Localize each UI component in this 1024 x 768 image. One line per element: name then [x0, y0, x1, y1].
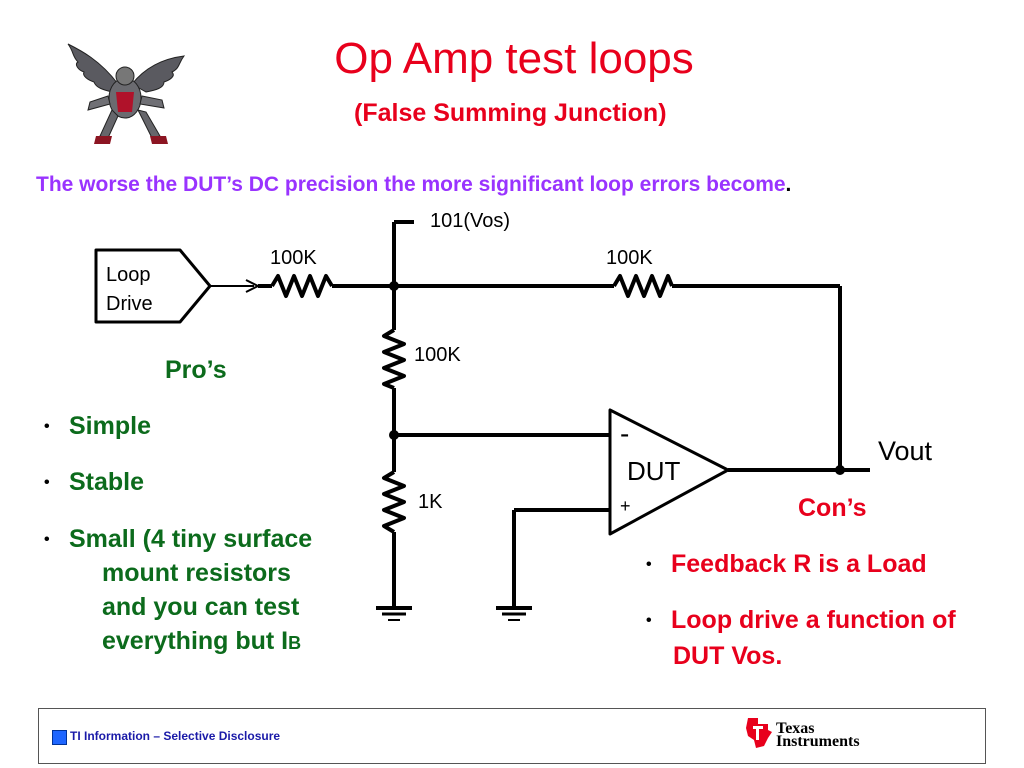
dut-plus-label: +	[620, 496, 631, 516]
vout-label: Vout	[878, 436, 933, 466]
texas-instruments-logo-icon	[746, 718, 772, 748]
dut-label: DUT	[627, 456, 681, 486]
gargoyle-mascot-icon	[67, 43, 186, 144]
logo-text-line1: Texas	[776, 720, 815, 737]
cons-item: • Loop drive a function of	[646, 606, 956, 636]
bullet-icon: •	[646, 556, 652, 573]
junction-dot	[835, 465, 845, 475]
loop-drive-label-line2: Drive	[106, 293, 153, 315]
feedback-resistor	[612, 274, 674, 298]
dut-minus-label: -	[620, 418, 630, 449]
input-resistor-label: 100K	[270, 247, 317, 269]
bullet-icon: •	[646, 612, 652, 629]
footer-frame	[38, 708, 986, 764]
pros-item-continuation: mount resistors	[102, 559, 291, 587]
cons-item: • Feedback R is a Load	[646, 550, 927, 580]
junction-dot	[389, 430, 399, 440]
cons-item-label: Loop drive a function of	[671, 606, 956, 634]
intro-statement-text: The worse the DUT’s DC precision the mor…	[36, 173, 786, 196]
junction-dot	[389, 281, 399, 291]
ground-resistor	[382, 470, 406, 534]
pros-item-label: Simple	[69, 412, 151, 440]
pros-item: • Simple	[44, 412, 151, 442]
intro-statement-period: .	[785, 173, 792, 196]
page-subtitle: (False Summing Junction)	[354, 99, 667, 127]
divider-resistor	[382, 328, 406, 390]
pros-item-label: Small (4 tiny surface	[69, 525, 313, 553]
feedback-resistor-label: 100K	[606, 247, 653, 269]
bullet-icon: •	[44, 418, 50, 435]
cons-item-label: Feedback R is a Load	[671, 550, 927, 578]
loop-drive-label-line1: Loop	[106, 264, 151, 286]
cons-heading: Con’s	[798, 494, 867, 522]
bullet-icon: •	[44, 531, 50, 548]
vos-label: 101(Vos)	[430, 210, 511, 232]
cons-item-continuation: DUT Vos.	[673, 642, 783, 670]
intro-statement: The worse the DUT’s DC precision the mor…	[36, 173, 791, 197]
pros-heading: Pro’s	[165, 356, 227, 384]
bullet-icon: •	[44, 474, 50, 491]
footer-square-icon	[52, 730, 67, 745]
dut-opamp-triangle	[608, 408, 730, 536]
texas-instruments-wordmark: Texas Instruments	[776, 720, 860, 750]
loop-drive-box	[94, 248, 212, 324]
input-resistor	[270, 274, 334, 298]
pros-item-subscript: B	[288, 633, 302, 653]
footer-disclosure-text: TI Information – Selective Disclosure	[70, 729, 281, 743]
pros-item: • Small (4 tiny surface	[44, 525, 312, 555]
divider-resistor-label: 100K	[414, 344, 461, 366]
page-title: Op Amp test loops	[334, 34, 694, 83]
pros-item-continuation: everything but IB	[102, 627, 301, 656]
pros-item-continuation-text: everything but I	[102, 627, 289, 655]
pros-item-continuation: and you can test	[102, 593, 300, 621]
pros-item-label: Stable	[69, 468, 145, 496]
ground-resistor-label: 1K	[418, 491, 443, 513]
logo-text-line2: Instruments	[776, 733, 860, 750]
pros-item: • Stable	[44, 468, 144, 498]
